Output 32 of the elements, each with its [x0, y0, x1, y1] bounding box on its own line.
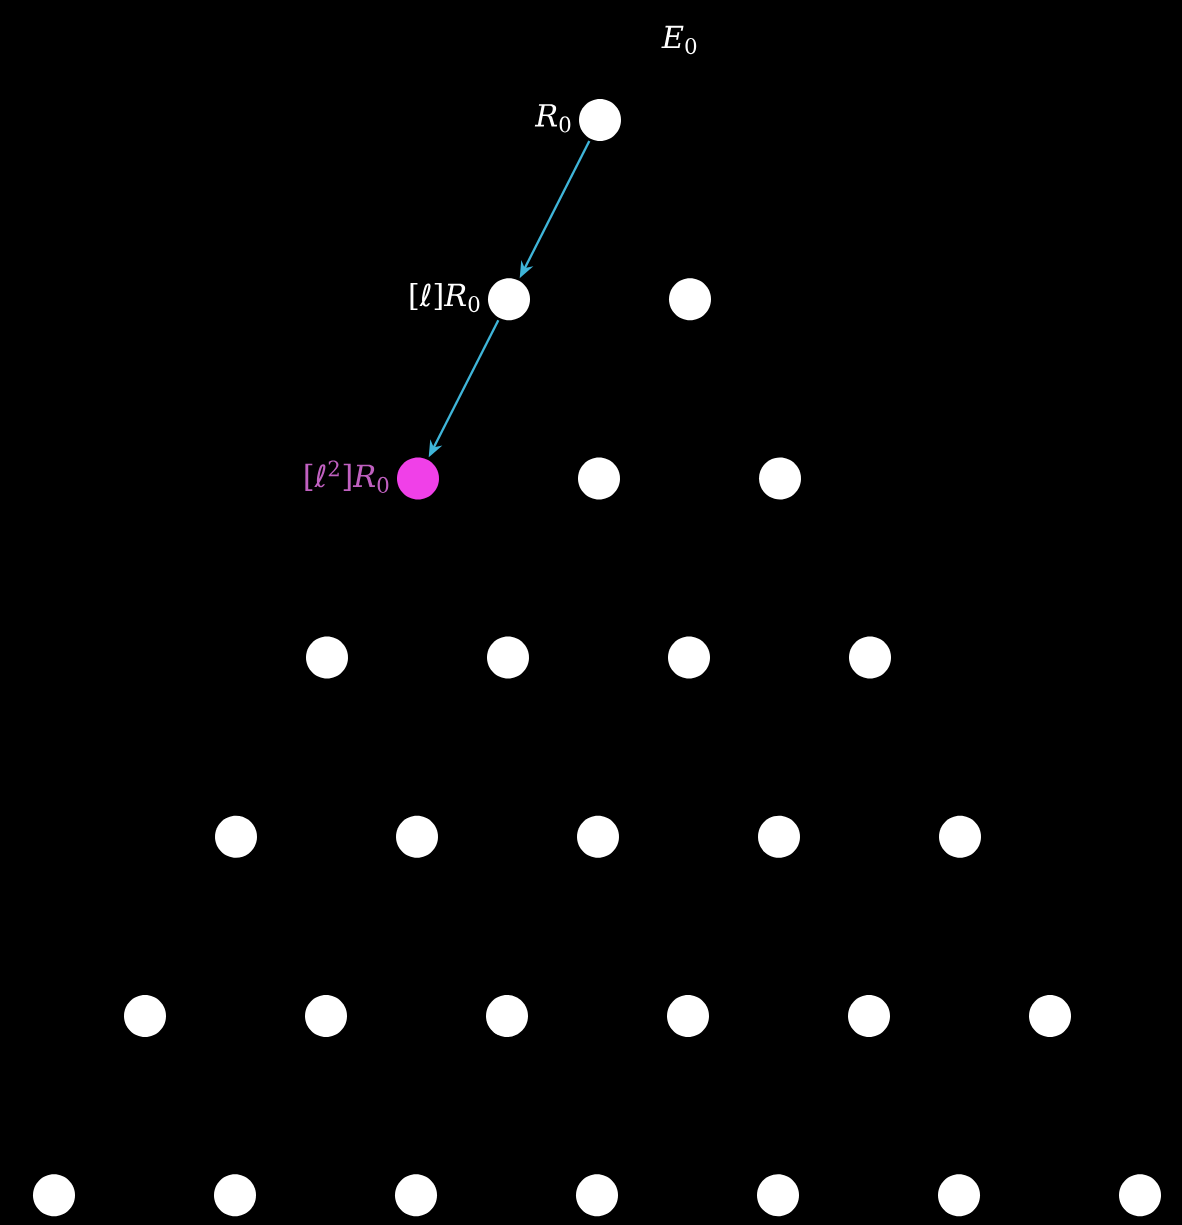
dot [758, 815, 800, 858]
dot [486, 995, 528, 1037]
dot [33, 1174, 75, 1217]
dot [305, 995, 347, 1037]
dot [214, 1174, 256, 1217]
dot [396, 815, 438, 858]
point-label: [ℓ]R$_{0}$ [410, 282, 480, 313]
dot [577, 815, 619, 858]
dot [1119, 1174, 1161, 1217]
dot [488, 278, 530, 321]
dot [939, 815, 981, 858]
curve-label: E$_{0}$ [661, 25, 697, 55]
dot [757, 1174, 799, 1217]
dot [759, 457, 801, 500]
dot [667, 995, 709, 1037]
dot [938, 1174, 980, 1217]
dot [487, 636, 529, 679]
dot [848, 995, 890, 1037]
dot [849, 636, 891, 679]
dot [395, 1174, 437, 1217]
dot [578, 457, 620, 500]
point-label: R$_{0}$ [534, 104, 571, 133]
dot [1029, 995, 1071, 1037]
dot [579, 99, 621, 141]
dot [669, 278, 711, 321]
point-label: [ℓ$^{2}$]R$_{0}$ [305, 460, 389, 493]
dot [397, 457, 439, 500]
dot [124, 995, 166, 1037]
dot [215, 815, 257, 858]
dot [576, 1174, 618, 1217]
dot [668, 636, 710, 679]
dot [306, 636, 348, 679]
